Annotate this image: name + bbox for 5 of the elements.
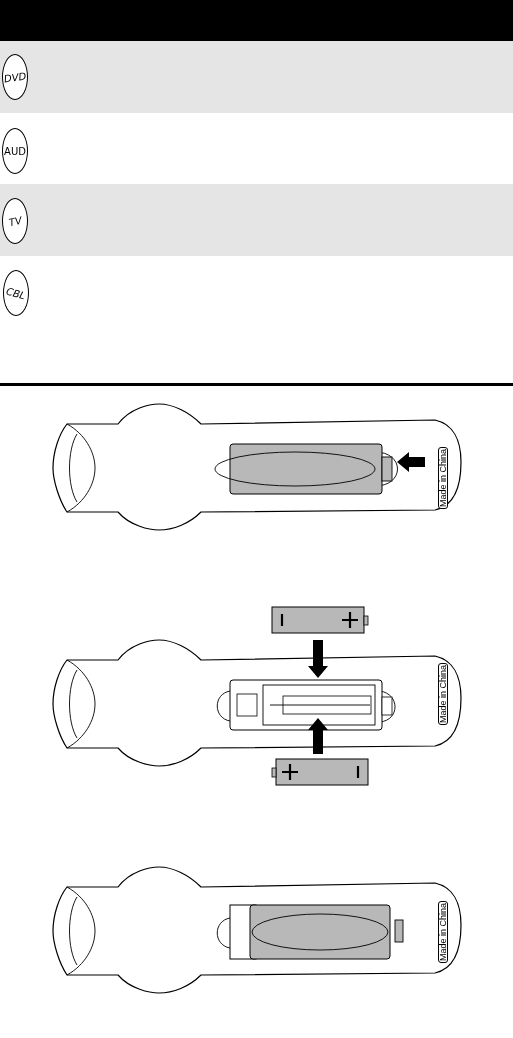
mode-button: AUD: [2, 128, 28, 174]
label-plate: Made in China: [438, 663, 448, 725]
label-plate: Made in China: [438, 447, 448, 509]
label-plate: Made in China: [438, 901, 448, 963]
mode-button: CBL: [3, 270, 29, 316]
